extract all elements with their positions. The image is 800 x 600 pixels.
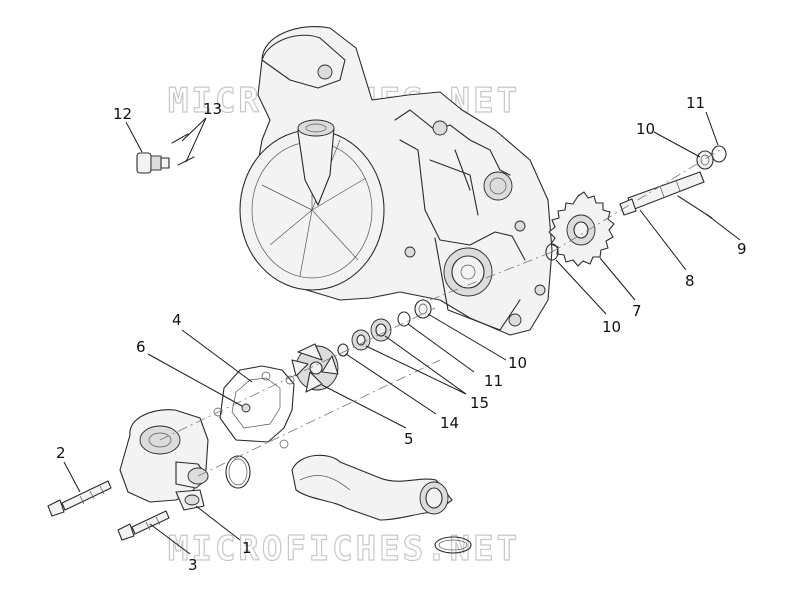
part-4-gasket [213,365,295,449]
callout-10-top: 10 [636,120,655,138]
callout-12: 12 [113,105,132,123]
part-8-shaft [619,171,705,216]
part-11-circlip-top [711,145,727,163]
hose-clamp-bottom [434,536,472,554]
part-7-gear [548,191,615,267]
washer-stack [337,299,432,357]
part-10-washer-mid [545,243,559,261]
part-10-washer-top [696,150,714,170]
callout-13: 13 [203,100,222,118]
assembly-axes [159,149,721,477]
engine-side-cover [239,26,553,336]
part-6-dowel [241,403,251,413]
hose-clamp-left [225,455,251,489]
callout-11-low: 11 [484,372,503,390]
part-12-plug [136,152,170,174]
callout-14: 14 [440,414,459,432]
callout-10-low: 10 [508,354,527,372]
callout-5: 5 [404,430,414,448]
water-hose [291,454,453,521]
callout-labels: 12 13 11 10 9 8 7 10 10 11 15 14 5 4 6 2… [56,94,747,574]
part-2-bolt [47,480,112,517]
callout-3: 3 [188,556,198,574]
part-5-impeller [291,343,339,393]
callout-15: 15 [470,394,489,412]
callout-8: 8 [685,272,695,290]
callout-4: 4 [172,311,182,329]
part-13-pins [171,133,195,166]
callout-7: 7 [632,302,642,320]
watermark-bottom: MICROFICHES.NET [168,529,520,569]
callout-6: 6 [136,338,146,356]
callout-2: 2 [56,444,66,462]
callout-9: 9 [737,240,747,258]
pump-cover [119,409,209,511]
callout-1: 1 [242,539,252,557]
callout-11-top: 11 [686,94,705,112]
leader-lines [63,111,741,555]
part-3-bolt [117,510,170,541]
callout-10-mid: 10 [602,318,621,336]
